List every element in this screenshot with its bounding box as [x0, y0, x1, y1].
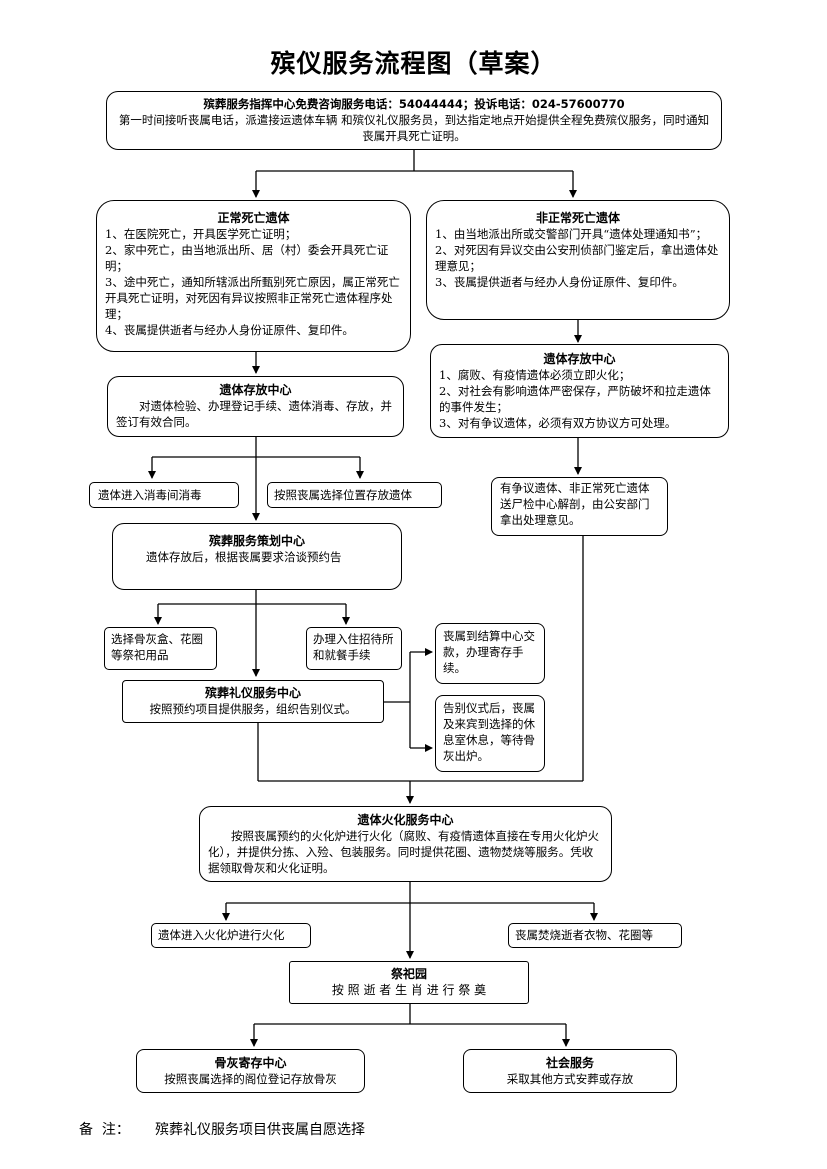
normal-death-item: 3、途中死亡，通知所辖派出所甄别死亡原因，属正常死亡开具死亡证明，对死因有异议按…	[105, 275, 400, 321]
abnormal-death-header: 非正常死亡遗体	[535, 211, 620, 225]
normal-death-box: 正常死亡遗体 1、在医院死亡，开具医学死亡证明； 2、家中死亡，由当地派出所、居…	[96, 200, 411, 352]
hotline-box: 殡葬服务指挥中心免费咨询服务电话：54044444；投诉电话：024-57600…	[106, 91, 722, 150]
ceremony-header: 殡葬礼仪服务中心	[204, 686, 301, 700]
cremation-center-box: 遗体火化服务中心 按照丧属预约的火化炉进行火化（腐败、有疫情遗体直接在专用火化炉…	[199, 806, 612, 882]
storage-right-item: 2、对社会有影响遗体严密保存，严防破坏和拉走遗体的事件发生；	[439, 384, 711, 414]
ceremony-center-box: 殡葬礼仪服务中心 按照预约项目提供服务，组织告别仪式。	[122, 680, 384, 723]
abnormal-death-item: 3、丧属提供逝者与经办人身份证原件、复印件。	[435, 275, 684, 289]
storage-right-header: 遗体存放中心	[543, 352, 616, 366]
normal-death-item: 2、家中死亡，由当地派出所、居（村）委会开具死亡证明；	[105, 243, 389, 273]
storage-left-body: 对遗体检验、办理登记手续、遗体消毒、存放，并签订有效合同。	[116, 399, 392, 429]
settlement-box: 丧属到结算中心交款，办理寄存手续。	[435, 623, 545, 684]
disinfect-text: 遗体进入消毒间消毒	[98, 488, 202, 502]
abnormal-death-box: 非正常死亡遗体 1、由当地派出所或交警部门开具“遗体处理通知书”； 2、对死因有…	[426, 200, 730, 320]
furnace-box: 遗体进入火化炉进行火化	[151, 923, 311, 948]
storage-center-left-box: 遗体存放中心 对遗体检验、办理登记手续、遗体消毒、存放，并签订有效合同。	[107, 376, 404, 437]
cremation-header: 遗体火化服务中心	[357, 813, 454, 827]
lodging-text: 办理入住招待所和就餐手续	[313, 632, 394, 662]
ash-storage-header: 骨灰寄存中心	[214, 1056, 287, 1070]
storage-center-right-box: 遗体存放中心 1、腐败、有疫情遗体必须立即火化； 2、对社会有影响遗体严密保存，…	[430, 344, 729, 438]
note-text: 殡葬礼仪服务项目供丧属自愿选择	[155, 1122, 365, 1138]
hotline-body: 第一时间接听丧属电话，派遣接运遗体车辆 和殡仪礼仪服务员，到达指定地点开始提供全…	[118, 113, 710, 143]
choose-urn-text: 选择骨灰盒、花圈等祭祀用品	[111, 632, 203, 662]
ash-storage-box: 骨灰寄存中心 按照丧属选择的阁位登记存放骨灰	[136, 1049, 365, 1093]
burn-items-box: 丧属焚烧逝者衣物、花圈等	[508, 923, 682, 948]
normal-death-item: 1、在医院死亡，开具医学死亡证明；	[105, 227, 297, 241]
storage-right-item: 1、腐败、有疫情遗体必须立即火化；	[439, 368, 631, 382]
note-label: 备 注：	[79, 1122, 130, 1138]
abnormal-death-item: 2、对死因有异议交由公安刑侦部门鉴定后，拿出遗体处理意见；	[435, 243, 719, 273]
ceremony-body: 按照预约项目提供服务，组织告别仪式。	[149, 702, 357, 716]
storage-right-item: 3、对有争议遗体，必须有双方协议方可处理。	[439, 416, 677, 430]
choose-position-box: 按照丧属选择位置存放遗体	[267, 482, 442, 508]
ash-storage-body: 按照丧属选择的阁位登记存放骨灰	[164, 1072, 337, 1086]
settlement-text: 丧属到结算中心交款，办理寄存手续。	[443, 629, 535, 675]
rest-room-box: 告别仪式后，丧属及来宾到选择的休息室休息，等待骨灰出炉。	[435, 695, 545, 772]
social-service-header: 社会服务	[545, 1056, 594, 1070]
storage-left-header: 遗体存放中心	[219, 383, 292, 397]
social-service-box: 社会服务 采取其他方式安葬或存放	[463, 1049, 677, 1093]
normal-death-header: 正常死亡遗体	[217, 211, 290, 225]
furnace-text: 遗体进入火化炉进行火化	[158, 928, 285, 942]
normal-death-item: 4、丧属提供逝者与经办人身份证原件、复印件。	[105, 323, 354, 337]
autopsy-box: 有争议遗体、非正常死亡遗体送尸检中心解剖，由公安部门拿出处理意见。	[491, 477, 668, 536]
cremation-body: 按照丧属预约的火化炉进行火化（腐败、有疫情遗体直接在专用火化炉火化），并提供分拣…	[208, 829, 599, 875]
abnormal-death-item: 1、由当地派出所或交警部门开具“遗体处理通知书”；	[435, 227, 708, 241]
planning-body: 遗体存放后，根据丧属要求洽谈预约告	[146, 550, 342, 564]
memorial-header: 祭祀园	[390, 967, 427, 981]
choose-urn-box: 选择骨灰盒、花圈等祭祀用品	[104, 627, 217, 670]
social-service-body: 采取其他方式安葬或存放	[506, 1072, 634, 1086]
memorial-park-box: 祭祀园 按 照 逝 者 生 肖 进 行 祭 奠	[289, 961, 529, 1004]
disinfect-box: 遗体进入消毒间消毒	[89, 482, 239, 508]
autopsy-text: 有争议遗体、非正常死亡遗体送尸检中心解剖，由公安部门拿出处理意见。	[500, 481, 650, 527]
memorial-body: 按 照 逝 者 生 肖 进 行 祭 奠	[331, 983, 487, 997]
rest-room-text: 告别仪式后，丧属及来宾到选择的休息室休息，等待骨灰出炉。	[443, 701, 535, 763]
burn-items-text: 丧属焚烧逝者衣物、花圈等	[515, 928, 653, 942]
planning-header: 殡葬服务策划中心	[208, 534, 305, 548]
choose-position-text: 按照丧属选择位置存放遗体	[274, 488, 412, 502]
page-title: 殡仪服务流程图（草案）	[270, 49, 557, 78]
planning-center-box: 殡葬服务策划中心 遗体存放后，根据丧属要求洽谈预约告	[112, 523, 402, 590]
lodging-box: 办理入住招待所和就餐手续	[306, 627, 402, 670]
hotline-header: 殡葬服务指挥中心免费咨询服务电话：54044444；投诉电话：024-57600…	[203, 97, 625, 111]
